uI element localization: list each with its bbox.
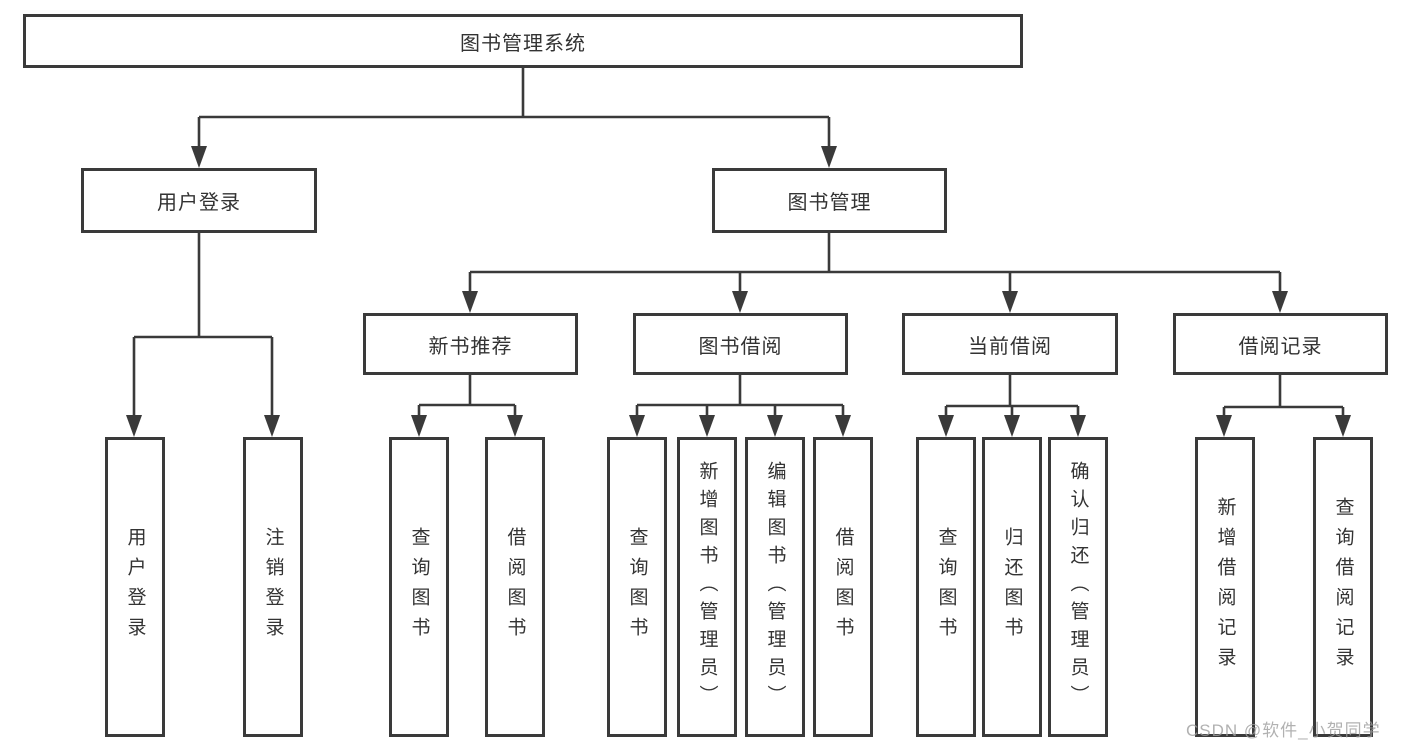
leaf-label: 编辑图书（管理员）: [764, 461, 786, 713]
node-borrow-records: 借阅记录: [1173, 313, 1388, 375]
leaf-label: 查询图书: [408, 527, 430, 647]
leaf-add-books-admin: 新增图书（管理员）: [677, 437, 737, 737]
leaf-label: 新增图书（管理员）: [696, 461, 718, 713]
node-book-management: 图书管理: [712, 168, 947, 233]
leaf-label: 归还图书: [1001, 527, 1023, 647]
leaf-confirm-return-admin: 确认归还（管理员）: [1048, 437, 1108, 737]
leaf-query-books-recommend: 查询图书: [389, 437, 449, 737]
leaf-label: 查询图书: [935, 527, 957, 647]
leaf-label: 查询借阅记录: [1332, 497, 1354, 677]
leaf-user-login: 用户登录: [105, 437, 165, 737]
leaf-borrow-books-recommend: 借阅图书: [485, 437, 545, 737]
leaf-query-books-current: 查询图书: [916, 437, 976, 737]
leaf-label: 查询图书: [626, 527, 648, 647]
node-label: 借阅记录: [1238, 335, 1323, 358]
node-label: 图书管理: [787, 192, 872, 214]
node-label: 图书管理系统: [460, 32, 586, 55]
node-label: 用户登录: [157, 192, 241, 214]
leaf-logout: 注销登录: [243, 437, 303, 737]
leaf-label: 用户登录: [124, 527, 146, 647]
node-label: 当前借阅: [968, 335, 1052, 358]
leaf-query-borrow-record: 查询借阅记录: [1313, 437, 1373, 737]
arrowheads: [126, 146, 1351, 437]
node-book-borrow: 图书借阅: [633, 313, 848, 375]
leaf-query-books-borrow: 查询图书: [607, 437, 667, 737]
node-current-borrow: 当前借阅: [902, 313, 1118, 375]
node-library-system-root: 图书管理系统: [23, 14, 1023, 68]
node-user-login: 用户登录: [81, 168, 317, 233]
node-label: 图书借阅: [698, 335, 783, 358]
leaf-label: 新增借阅记录: [1214, 497, 1236, 677]
node-new-book-recommend: 新书推荐: [363, 313, 578, 375]
leaf-label: 借阅图书: [832, 527, 854, 647]
csdn-watermark: CSDN @软件_小贺同学: [1186, 721, 1381, 740]
leaf-return-books: 归还图书: [982, 437, 1042, 737]
leaf-label: 借阅图书: [504, 527, 526, 647]
leaf-label: 确认归还（管理员）: [1067, 461, 1089, 713]
leaf-label: 注销登录: [262, 527, 284, 647]
leaf-edit-books-admin: 编辑图书（管理员）: [745, 437, 805, 737]
leaf-add-borrow-record: 新增借阅记录: [1195, 437, 1255, 737]
node-label: 新书推荐: [428, 335, 513, 358]
leaf-borrow-books: 借阅图书: [813, 437, 873, 737]
